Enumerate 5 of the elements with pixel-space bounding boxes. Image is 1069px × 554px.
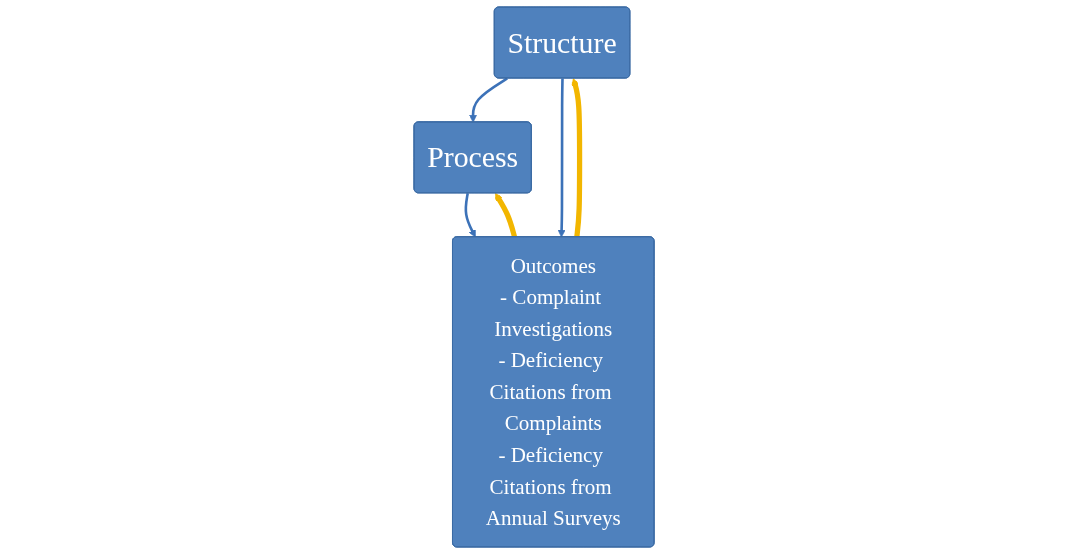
arrow xyxy=(572,78,583,238)
arrow xyxy=(464,193,477,238)
arrow xyxy=(558,78,566,238)
arrow xyxy=(469,77,509,123)
arrow xyxy=(495,192,518,238)
